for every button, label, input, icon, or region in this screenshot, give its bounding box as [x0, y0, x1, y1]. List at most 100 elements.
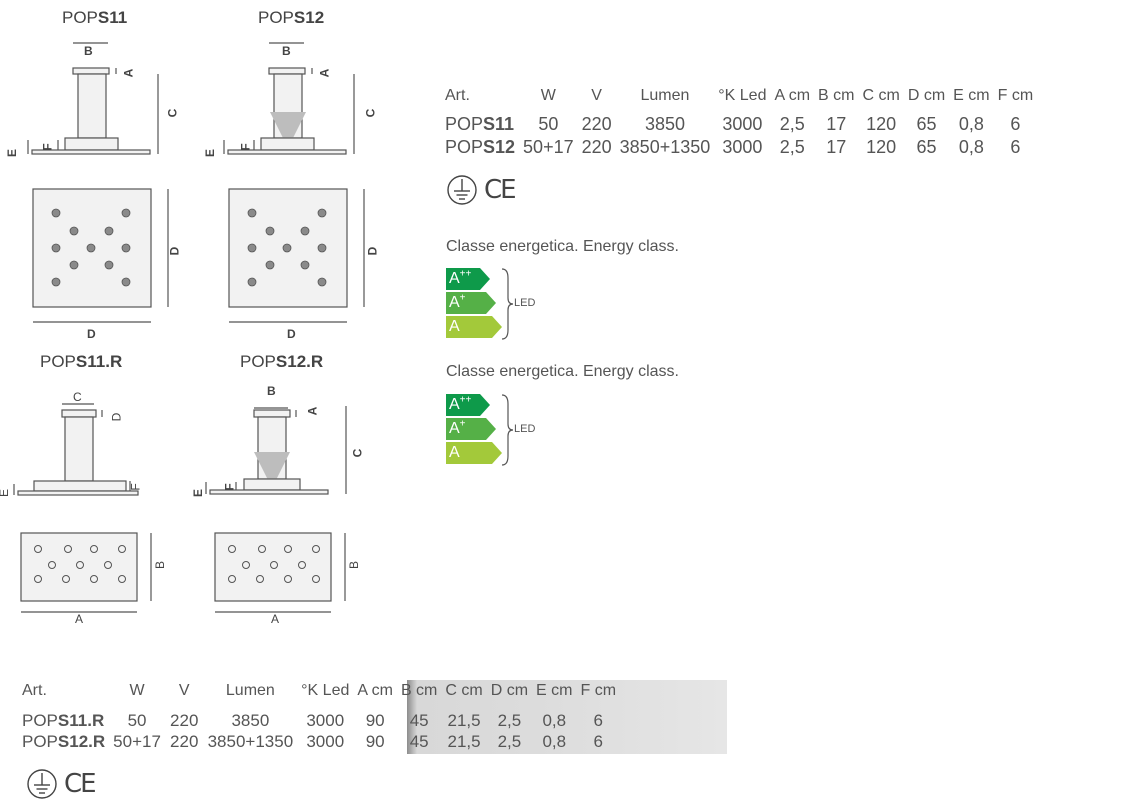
- dim-a-s12r: A: [305, 406, 320, 416]
- spec-table-top: Art. W V Lumen °K Led A cm B cm C cm D c…: [445, 87, 1037, 159]
- value-cell: 21,5: [447, 731, 481, 751]
- article-cell: POPS11.R: [22, 710, 105, 730]
- article-cell: POPS12.R: [22, 731, 106, 751]
- dim-f-s12r: F: [222, 483, 237, 491]
- dim-e-s12: E: [203, 148, 218, 158]
- dim-b-s12: B: [282, 44, 291, 58]
- value-cell: 3850+1350: [619, 137, 711, 157]
- dim-a-s11r: A: [75, 612, 84, 626]
- value-cell: 50+17: [113, 731, 161, 751]
- header-cell: Lumen: [225, 682, 275, 699]
- header-cell: W: [540, 87, 556, 104]
- value-cell: 6: [593, 731, 603, 751]
- table-row: POPS12 50+17 220 3850+1350 3000 2,5 17 1…: [445, 136, 1037, 159]
- brace-icon: [501, 394, 514, 466]
- value-cell: 2,5: [779, 114, 805, 134]
- energy-class-title-2: Classe energetica. Energy class.: [446, 363, 679, 380]
- dim-d-s11r: D: [109, 412, 124, 422]
- spec-table-bottom: Art. W V Lumen °K Led A cm B cm C cm D c…: [22, 682, 620, 752]
- ground-icon: [27, 769, 57, 799]
- value-cell: 3850: [644, 114, 685, 134]
- dim-b-s11r: B: [153, 560, 168, 570]
- value-cell: 3000: [722, 137, 763, 157]
- s11-side-drawing: [27, 42, 159, 155]
- value-cell: 220: [170, 731, 199, 751]
- value-cell: 2,5: [497, 710, 522, 730]
- dim-d-s12-side: D: [365, 246, 380, 256]
- header-cell: C cm: [445, 682, 483, 699]
- dim-d-s12-bottom: D: [287, 327, 296, 341]
- value-cell: 3000: [722, 114, 763, 134]
- value-cell: 6: [1010, 114, 1021, 134]
- header-cell: E cm: [953, 87, 990, 104]
- dim-c-s12: C: [363, 108, 378, 118]
- dim-f-s12: F: [238, 143, 253, 151]
- value-cell: 0,8: [542, 710, 567, 730]
- value-cell: 2,5: [779, 137, 805, 157]
- header-cell: A cm: [774, 87, 811, 104]
- dim-b-s12r: B: [267, 384, 276, 398]
- dim-e-s11r: E: [0, 489, 11, 497]
- header-cell: Art.: [445, 87, 470, 104]
- energy-arrow-a-2: A: [446, 442, 502, 464]
- header-cell: D cm: [490, 682, 529, 699]
- value-cell: 17: [826, 137, 847, 157]
- energy-arrow-a-plus-plus: A++: [446, 268, 490, 290]
- table-shade-band: [407, 680, 727, 754]
- energy-arrow-a-plus-2: A+: [446, 418, 496, 440]
- value-cell: 120: [866, 137, 897, 157]
- value-cell: 50+17: [523, 137, 574, 157]
- ce-mark-icon: CE: [64, 769, 97, 799]
- energy-arrow-a-plus-plus-2: A++: [446, 394, 490, 416]
- value-cell: 3850+1350: [207, 731, 294, 751]
- dim-c-s11: C: [165, 108, 180, 118]
- value-cell: 2,5: [497, 731, 522, 751]
- dim-d-s11-side: D: [167, 246, 182, 256]
- s11r-side-drawing: [13, 403, 139, 496]
- model-title-s11r: POPS11.R: [40, 352, 123, 371]
- dim-b-s11: B: [84, 44, 93, 58]
- value-cell: 3000: [306, 710, 345, 730]
- energy-arrow-a: A: [446, 316, 502, 338]
- energy-arrow-a-plus: A+: [446, 292, 496, 314]
- value-cell: 90: [365, 731, 385, 751]
- brace-icon: [501, 268, 514, 340]
- s11-top-drawing: [32, 188, 169, 323]
- header-cell: F cm: [997, 87, 1034, 104]
- value-cell: 220: [170, 710, 199, 730]
- table-row: POPS11.R 50 220 3850 3000 90 45 21,5 2,5…: [22, 710, 620, 731]
- energy-class-title-1: Classe energetica. Energy class.: [446, 238, 679, 255]
- value-cell: 0,8: [542, 731, 567, 751]
- dim-a-s11: A: [121, 68, 136, 78]
- dim-d-s11-bottom: D: [87, 327, 96, 341]
- spec-table-top-header: Art. W V Lumen °K Led A cm B cm C cm D c…: [445, 87, 1037, 113]
- value-cell: 21,5: [447, 710, 481, 730]
- value-cell: 50: [127, 710, 147, 730]
- table-row: POPS12.R 50+17 220 3850+1350 3000 90 45 …: [22, 731, 620, 752]
- value-cell: 3850: [231, 710, 270, 730]
- ce-mark-icon: CE: [484, 175, 517, 205]
- value-cell: 45: [409, 731, 429, 751]
- value-cell: 0,8: [958, 137, 984, 157]
- value-cell: 17: [826, 114, 847, 134]
- s11r-top-drawing: [20, 532, 152, 613]
- value-cell: 45: [409, 710, 429, 730]
- header-cell: V: [591, 87, 602, 104]
- value-cell: 220: [581, 137, 612, 157]
- value-cell: 6: [1010, 137, 1021, 157]
- model-title-s11: POPS11: [62, 8, 128, 27]
- dim-c-s12r: C: [350, 448, 365, 458]
- model-title-s12: POPS12: [258, 8, 325, 27]
- s12r-top-drawing: [214, 532, 346, 613]
- spec-table-bottom-header: Art. W V Lumen °K Led A cm B cm C cm D c…: [22, 682, 620, 710]
- dim-c-s11r: C: [73, 390, 82, 404]
- certification-marks-top: CE: [446, 174, 517, 206]
- header-cell: C cm: [862, 87, 900, 104]
- dim-e-s12r: E: [191, 488, 206, 498]
- led-label-1: LED: [514, 297, 536, 309]
- value-cell: 220: [581, 114, 612, 134]
- table-row: POPS11 50 220 3850 3000 2,5 17 120 65 0,…: [445, 113, 1037, 136]
- s12-side-drawing: [223, 42, 355, 155]
- led-label-2: LED: [514, 423, 536, 435]
- model-title-s12r: POPS12.R: [240, 352, 324, 371]
